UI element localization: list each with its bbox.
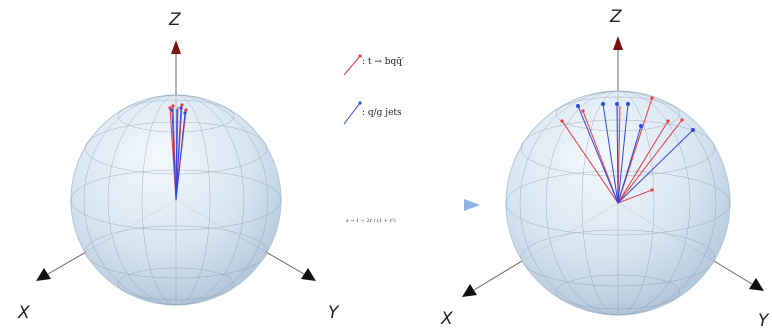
left-qg-jet bbox=[171, 109, 177, 201]
right-qg-jet bbox=[617, 103, 629, 204]
right-x-label: X bbox=[440, 309, 453, 329]
legend-qg-label: : q/g jets bbox=[362, 108, 402, 118]
right-sphere-panel: Z X Y bbox=[440, 7, 770, 329]
legend: : t → bqq̄′ : q/g jets bbox=[343, 54, 404, 125]
left-y-arrowhead bbox=[301, 268, 316, 281]
right-z-arrowhead bbox=[613, 36, 623, 50]
right-qg-jet bbox=[577, 105, 619, 204]
legend-item-qg: : q/g jets bbox=[343, 101, 402, 125]
left-x-arrowhead bbox=[36, 268, 51, 281]
legend-item-top: : t → bqq̄′ bbox=[343, 54, 404, 76]
left-qg-jet bbox=[175, 107, 182, 201]
right-x-arrowhead bbox=[462, 284, 477, 297]
left-z-arrowhead bbox=[171, 40, 181, 54]
left-jets bbox=[168, 103, 188, 201]
left-z-label: Z bbox=[168, 10, 181, 30]
legend-qg-swatch bbox=[343, 102, 361, 125]
left-qg-jet bbox=[175, 112, 186, 201]
left-qg-jet bbox=[175, 108, 178, 201]
right-qg-jet bbox=[617, 129, 694, 204]
left-sphere-panel: Z X Y bbox=[17, 10, 340, 323]
mapping-formula: z → 1 − 2r / (1 + r²) bbox=[346, 217, 396, 224]
right-top-jet bbox=[561, 120, 619, 204]
right-z-label: Z bbox=[609, 7, 622, 27]
left-sphere-grid bbox=[70, 94, 282, 306]
legend-top-swatch bbox=[343, 55, 361, 76]
right-top-jet bbox=[617, 189, 653, 204]
right-y-label: Y bbox=[758, 311, 770, 329]
right-jets bbox=[560, 96, 695, 204]
left-y-label: Y bbox=[328, 303, 340, 323]
right-top-jet bbox=[617, 119, 683, 204]
legend-top-label: : t → bqq̄′ bbox=[362, 57, 404, 67]
right-y-arrowhead bbox=[749, 278, 764, 291]
right-top-jet bbox=[617, 120, 669, 204]
mapping-arrow-head bbox=[464, 199, 480, 211]
right-qg-jet bbox=[602, 103, 619, 204]
right-qg-jet bbox=[617, 125, 642, 204]
left-x-label: X bbox=[17, 303, 30, 323]
right-qg-jet bbox=[616, 103, 619, 204]
mapping-transform: z → 1 − 2r / (1 + r²) bbox=[314, 199, 480, 224]
